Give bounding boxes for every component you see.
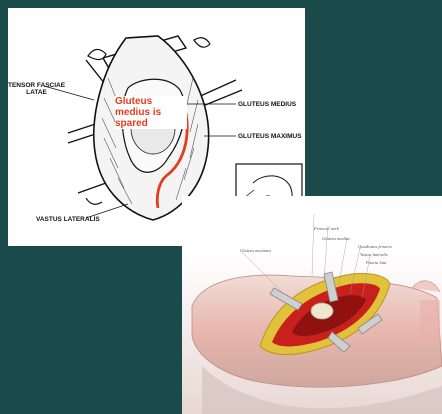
label-quadratus-femoris: Quadratus femoris: [358, 244, 392, 249]
spared-callout: Gluteus medius is spared: [115, 96, 187, 129]
anatomy-render: [182, 196, 442, 414]
anatomy-render-panel: Femoral neck Gluteus medius Quadratus fe…: [182, 196, 442, 414]
label-gluteus-medius-b: Gluteus medius: [322, 236, 350, 241]
label-fascia-lata: Fascia lata: [366, 260, 386, 265]
label-tensor-fasciae-latae: TENSOR FASCIAE LATAE: [8, 82, 65, 96]
label-gluteus-medius: GLUTEUS MEDIUS: [238, 101, 296, 108]
label-femoral-neck: Femoral neck: [314, 226, 339, 231]
label-vastus-lateralis-b: Vastus lateralis: [360, 252, 388, 257]
label-gluteus-maximus: GLUTEUS MAXIMUS: [238, 133, 302, 140]
label-vastus-lateralis: VASTUS LATERALIS: [36, 216, 100, 223]
label-gluteus-maximus-b: Gluteus maximus: [240, 248, 271, 253]
